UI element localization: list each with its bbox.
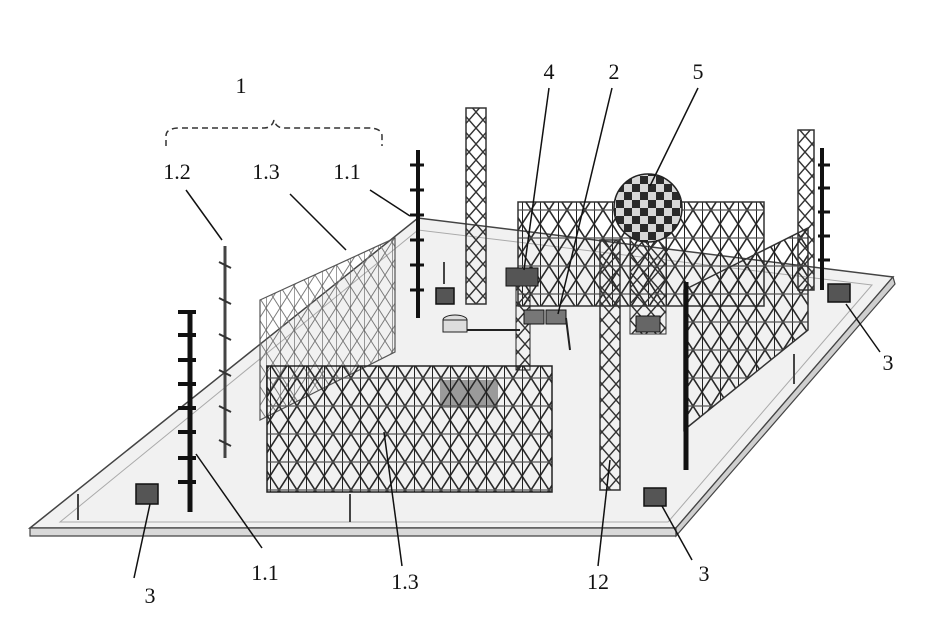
small-posts <box>77 262 795 522</box>
label-4: 4 <box>543 59 555 84</box>
label-5: 5 <box>692 59 704 84</box>
antenna-1-1-back <box>410 150 424 318</box>
label-3-bottom: 3 <box>698 561 710 586</box>
label-1-2: 1.2 <box>163 159 191 184</box>
mast-12 <box>599 239 621 491</box>
label-1: 1 <box>235 73 247 98</box>
group-1-brace <box>165 119 383 146</box>
equipment-boxes-3 <box>135 283 851 507</box>
antenna-panel-1-3-front <box>266 365 553 493</box>
tower-4-equipment-2 <box>442 267 571 371</box>
leader-lines <box>133 87 881 579</box>
label-12: 12 <box>587 569 609 594</box>
label-3-left: 3 <box>144 583 156 608</box>
label-1-1-top: 1.1 <box>333 159 361 184</box>
label-1-1-bottom: 1.1 <box>251 560 279 585</box>
label-3-right: 3 <box>882 350 894 375</box>
rear-mast <box>465 107 487 305</box>
radar-sphere-5 <box>613 173 683 335</box>
label-1-3-bottom: 1.3 <box>391 569 419 594</box>
antenna-1-2 <box>218 246 232 458</box>
label-2: 2 <box>608 59 620 84</box>
label-1-3-top: 1.3 <box>252 159 280 184</box>
antenna-1-1-front <box>178 310 196 512</box>
